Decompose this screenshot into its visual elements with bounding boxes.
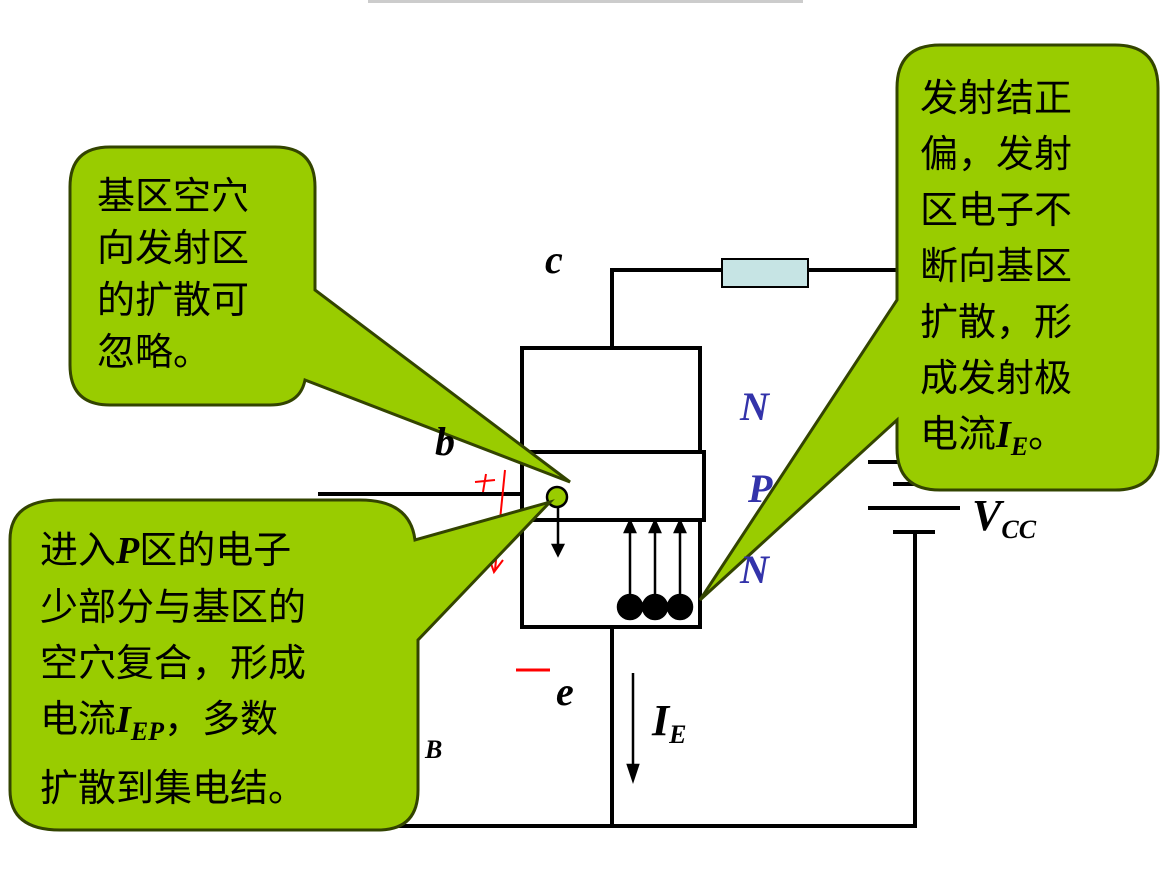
electron-dot	[616, 593, 644, 621]
text: V	[972, 491, 1002, 540]
red-plus-annotation	[474, 473, 496, 493]
callout-bubble-recombination	[8, 498, 555, 832]
transistor-emitter-region	[520, 518, 702, 629]
vcc-label: VCC	[972, 490, 1036, 545]
text-line: 的扩散可	[97, 278, 250, 322]
text-line: 基区空穴	[97, 174, 250, 218]
n-region-label: N	[740, 547, 769, 592]
text: E	[669, 720, 687, 749]
text: ，多数	[164, 697, 279, 741]
callout-text-recombination: 进入P区的电子 少部分与基区的 空穴复合，形成 电流IEP，多数 扩散到集电结。	[40, 522, 306, 816]
resistor	[721, 258, 809, 288]
text-line: 向发射区	[97, 226, 250, 270]
text: I	[652, 696, 670, 745]
text-line: 区电子不	[920, 188, 1073, 232]
arrow-head-icon	[673, 517, 687, 534]
arrow-head-icon	[550, 543, 566, 558]
text-line: 电流IEP，多数	[40, 691, 306, 760]
electron-dot	[641, 593, 669, 621]
text-line: 成发射极	[920, 356, 1073, 400]
text: E	[1010, 432, 1029, 461]
text-line: 忽略。	[97, 330, 212, 374]
text: 进入	[40, 528, 117, 572]
top-toolbar-edge	[368, 0, 803, 3]
text-line: 扩散，形	[920, 300, 1073, 344]
base-B-label: B	[425, 735, 443, 764]
electron-dot	[666, 593, 694, 621]
base-label: b	[435, 419, 455, 464]
arrow-head-icon	[623, 517, 637, 534]
text: 电流	[40, 697, 117, 741]
text-line: 电流IE。	[920, 406, 1072, 475]
collector-label: c	[545, 237, 563, 282]
text: I	[116, 699, 131, 741]
text: EP	[130, 717, 165, 746]
text-line: 空穴复合，形成	[40, 641, 307, 685]
text: I	[996, 414, 1011, 456]
p-region-label: P	[748, 466, 773, 511]
transistor-collector-region	[520, 346, 702, 454]
text-line: 扩散到集电结。	[40, 766, 307, 810]
text: 电流	[920, 412, 997, 456]
n-region-label: N	[740, 384, 769, 429]
text-line: 少部分与基区的	[40, 585, 307, 629]
emitter-label: e	[556, 669, 574, 714]
callout-text-base-holes: 基区空穴 向发射区 的扩散可 忽略。	[97, 170, 249, 378]
callout-bubble-emitter	[698, 43, 1160, 602]
ie-label: IE	[652, 695, 686, 750]
text-line: 偏，发射	[920, 132, 1073, 176]
callout-text-emitter: 发射结正 偏，发射 区电子不 断向基区 扩散，形 成发射极 电流IE。	[920, 70, 1072, 475]
text-line: 进入P区的电子	[40, 522, 306, 579]
text: 。	[1028, 412, 1067, 456]
text: P	[116, 530, 140, 572]
text: 区的电子	[139, 528, 292, 572]
text-line: 发射结正	[920, 76, 1073, 120]
text-line: 断向基区	[920, 244, 1073, 288]
text: CC	[1001, 515, 1037, 544]
transistor-base-region	[520, 450, 706, 522]
arrow-head-icon	[648, 517, 662, 534]
ground-wire	[380, 532, 917, 828]
arrow-head-icon	[626, 763, 640, 784]
callout-bubble-base-holes	[68, 145, 571, 484]
